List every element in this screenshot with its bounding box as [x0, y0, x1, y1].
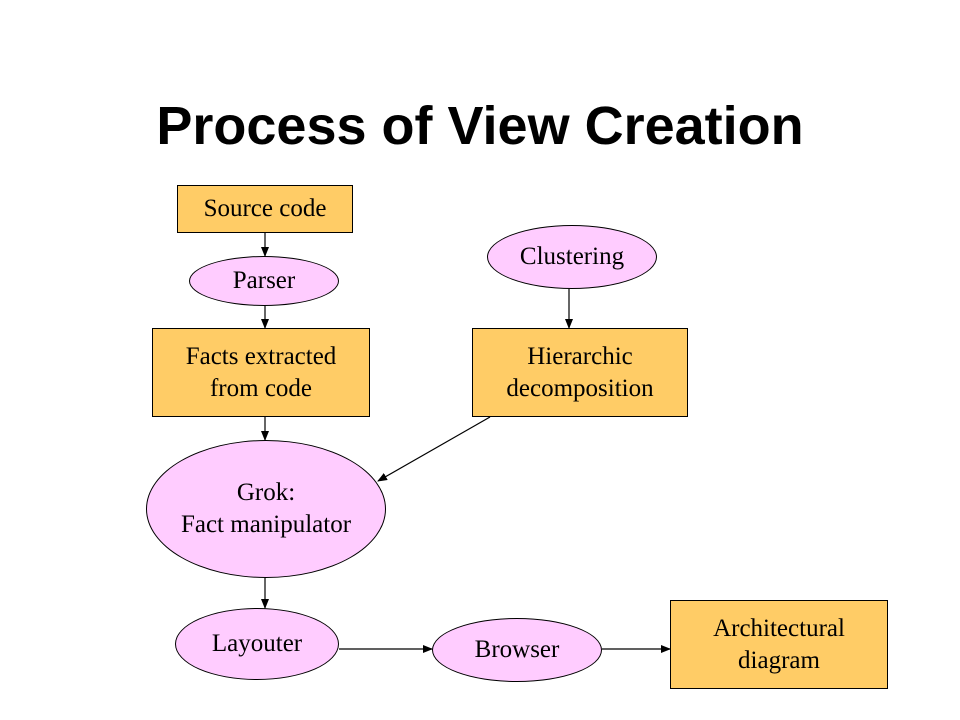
- node-hierarchic-line-2: decomposition: [506, 374, 654, 402]
- node-architectural-line-2: diagram: [738, 646, 820, 674]
- node-architectural-line-1: Architectural: [713, 614, 845, 642]
- node-source-code-label: Source code: [203, 195, 327, 222]
- node-clustering: Clustering: [487, 225, 657, 289]
- node-hierarchic-line-1: Hierarchic: [527, 342, 633, 370]
- node-grok-line-2: Fact manipulator: [180, 511, 352, 538]
- node-architectural-diagram: Architectural diagram: [670, 600, 888, 689]
- node-parser: Parser: [189, 256, 339, 306]
- node-browser-label: Browser: [474, 636, 560, 663]
- node-parser-label: Parser: [232, 267, 296, 294]
- node-layouter: Layouter: [175, 608, 339, 680]
- node-layouter-label: Layouter: [211, 630, 303, 657]
- node-clustering-label: Clustering: [519, 243, 625, 270]
- node-grok: Grok: Fact manipulator: [146, 440, 386, 578]
- node-hierarchic-decomposition: Hierarchic decomposition: [472, 328, 688, 417]
- node-browser: Browser: [432, 618, 602, 682]
- page-title: Process of View Creation: [156, 96, 804, 156]
- arrow-hierarchic-to-grok: [377, 416, 491, 482]
- node-source-code: Source code: [177, 185, 353, 233]
- node-facts-extracted-line-1: Facts extracted: [185, 342, 337, 370]
- node-grok-line-1: Grok:: [236, 479, 296, 506]
- node-facts-extracted: Facts extracted from code: [152, 328, 370, 417]
- node-facts-extracted-line-2: from code: [209, 374, 313, 402]
